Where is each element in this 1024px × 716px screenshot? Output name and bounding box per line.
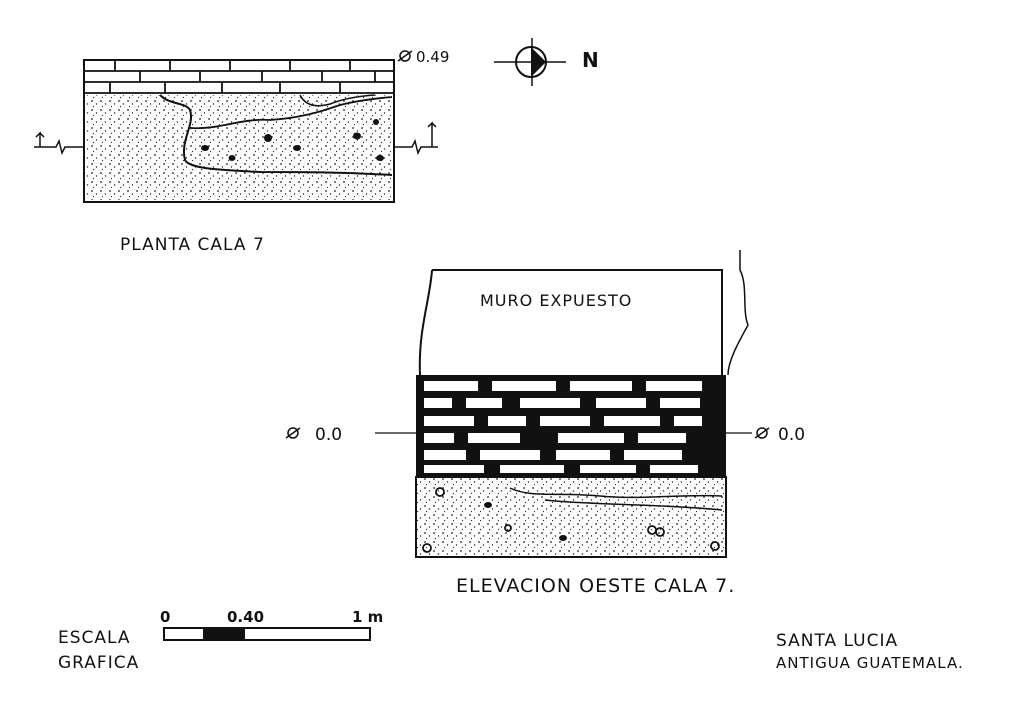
elevation-view: MURO EXPUESTO [285,250,805,558]
plan-section-marker-right [394,121,438,156]
elevation-level-left-value: 0.0 [315,425,342,445]
scale-title-line2: GRAFICA [58,653,139,673]
elevation-level-right-value: 0.0 [778,425,805,445]
elevation-level-left: 0.0 [285,425,416,445]
scale-title-line1: ESCALA [58,628,131,648]
scale-tick-040: 0.40 [227,608,264,626]
elevation-title: ELEVACION OESTE CALA 7. [456,575,735,597]
north-label: N [582,48,599,72]
plan-level-marker: 0.49 [397,48,449,66]
scale-tick-1m: 1 m [352,608,383,626]
scale-tick-0: 0 [160,608,170,626]
elevation-stones [422,487,720,553]
north-arrow-icon: N [494,38,599,86]
plan-level-value: 0.49 [416,48,449,66]
elevation-brick-band [416,375,726,477]
plan-fragment-outline [159,94,393,176]
plan-title: PLANTA CALA 7 [120,235,265,255]
location-note: SANTA LUCIA ANTIGUA GUATEMALA. [776,631,964,672]
location-line2: ANTIGUA GUATEMALA. [776,654,964,672]
elevation-level-right: 0.0 [726,425,805,445]
location-line1: SANTA LUCIA [776,631,898,651]
plan-section-marker-left [34,131,84,156]
plan-view: 0.49 [34,48,449,203]
plan-stones [201,119,384,161]
plan-brick-band [84,60,394,94]
scale-bar: ESCALA GRAFICA 0 0.40 1 m [58,608,383,673]
exposed-wall-outline [418,269,723,376]
exposed-wall-label: MURO EXPUESTO [480,291,632,310]
